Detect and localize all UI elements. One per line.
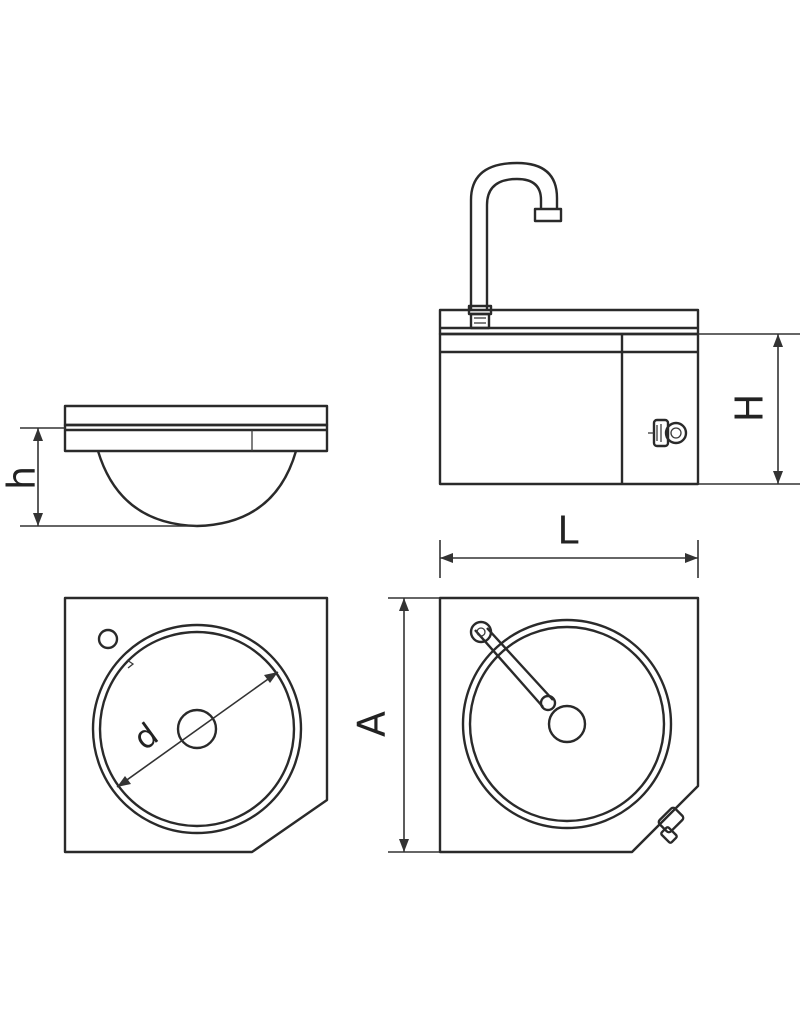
drain-hole: [176, 708, 218, 750]
side-view-top-plate: [63, 404, 329, 427]
push-valve-icon: [648, 418, 688, 448]
side-view: [63, 404, 329, 528]
dimension-H: H: [698, 333, 800, 485]
top-view-plate: [63, 596, 329, 854]
front-view: [438, 161, 700, 486]
label-H: H: [728, 394, 772, 423]
top-view-plate-right: [438, 596, 700, 854]
faucet-spout: [469, 161, 559, 310]
top-view-faucet: [438, 596, 700, 854]
bowl-rim-outer: [91, 623, 303, 835]
faucet-top-icon: [469, 620, 557, 712]
label-d: d: [126, 715, 165, 758]
dimension-A: A: [350, 597, 440, 853]
diameter-line: [116, 671, 279, 788]
push-valve-top-icon: [657, 806, 685, 844]
bowl-rim-outer-right: [461, 618, 673, 830]
label-h: h: [0, 466, 44, 490]
top-view-bowl: d: [63, 596, 329, 854]
bowl-rim-inner: [98, 630, 296, 828]
side-view-body: [63, 423, 329, 453]
bowl-profile: [96, 450, 298, 528]
tap-hole: [97, 628, 119, 650]
bowl-rim-inner-right: [468, 625, 666, 823]
label-A: A: [350, 711, 394, 737]
label-L: L: [557, 509, 578, 553]
dimension-L: L: [439, 509, 699, 578]
drain-hole-right: [547, 704, 587, 744]
front-view-body: [438, 332, 700, 486]
dimension-h: h: [0, 427, 197, 527]
